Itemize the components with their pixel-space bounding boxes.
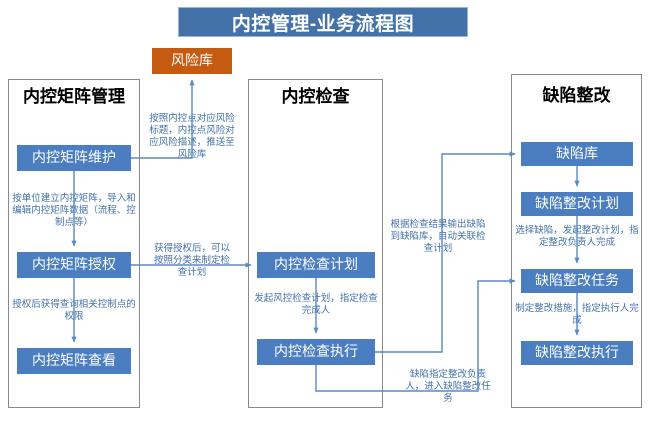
note-inspection-plan: 发起风控检查计划，指定检查完成人 [254, 293, 378, 316]
page-title: 内控管理-业务流程图 [178, 7, 468, 37]
note-matrix-build: 按单位建立内控矩阵，导入和编辑内控矩阵数据（流程、控制点等） [12, 193, 136, 228]
note-authorization-to-plan: 获得授权后，可以按照分类来制定检查计划 [153, 243, 230, 278]
note-defect-plan: 选择缺陷，发起整改计划，指定整改负责人完成 [515, 225, 639, 248]
box-defect-task[interactable]: 缺陷整改任务 [521, 269, 633, 293]
note-risk-push: 按照内控点对应风险标题，内控点风险对应风险描述，推送至风险库 [149, 113, 235, 160]
note-defect-task: 制定整改措施，指定执行人完成 [515, 303, 639, 326]
box-defect-repository[interactable]: 缺陷库 [521, 142, 633, 166]
box-defect-plan[interactable]: 缺陷整改计划 [521, 192, 633, 216]
box-defect-execute[interactable]: 缺陷整改执行 [521, 341, 633, 365]
box-matrix-view[interactable]: 内控矩阵查看 [17, 348, 131, 374]
box-risk-repository[interactable]: 风险库 [152, 48, 232, 74]
box-matrix-maintain[interactable]: 内控矩阵维护 [17, 145, 131, 171]
box-inspection-execute[interactable]: 内控检查执行 [257, 339, 375, 365]
note-defect-assign: 缺陷指定整改负责人，进入缺陷整改任务 [405, 369, 491, 404]
panel-defect-rectification-title: 缺陷整改 [542, 86, 611, 105]
box-matrix-authorize[interactable]: 内控矩阵授权 [17, 252, 131, 278]
panel-inspection-title: 内控检查 [281, 87, 350, 106]
box-inspection-plan[interactable]: 内控检查计划 [257, 252, 375, 278]
note-defect-output: 根据检查结果输出缺陷到缺陷库，自动关联检查计划 [390, 219, 486, 254]
panel-matrix-management-title: 内控矩阵管理 [23, 87, 125, 106]
note-matrix-auth: 授权后获得查询相关控制点的权限 [12, 299, 136, 322]
